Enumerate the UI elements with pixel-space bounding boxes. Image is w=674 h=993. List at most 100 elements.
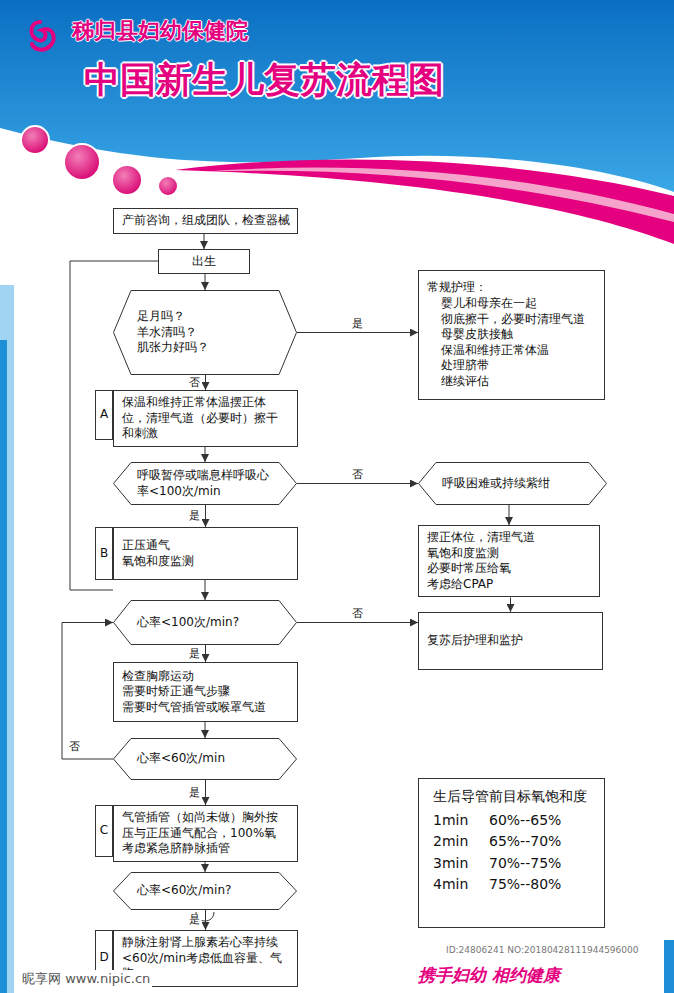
edge-label: 否 — [188, 377, 201, 389]
poster-title: 中国新生儿复苏流程图 — [84, 56, 444, 105]
side-strip — [664, 940, 674, 993]
process-box: 产前咨询，组成团队，检查器械 — [113, 208, 298, 234]
box-text: 心率<60次/min — [137, 751, 273, 767]
flow-arrow — [205, 910, 206, 930]
flow-arrow — [204, 234, 205, 249]
flow-arrow — [205, 447, 206, 462]
edge-label: 是 — [188, 787, 201, 799]
flow-arrow — [297, 483, 418, 484]
table-cell: 70%--75% — [489, 854, 590, 872]
hospital-name: 秭归县妇幼保健院 — [72, 16, 248, 46]
box-label: 出生 — [192, 254, 216, 270]
box-text: 心率<60次/min? — [137, 883, 273, 899]
flow-arrow — [509, 505, 510, 525]
box-text: 复苏后护理和监护 — [427, 633, 594, 649]
table-cell: 60%--65% — [489, 811, 590, 829]
box-text: 彻底擦干，必要时清理气道 — [427, 312, 596, 328]
decor-circle — [158, 176, 178, 196]
box-text: 检查胸廓运动 — [122, 669, 289, 685]
flow-arrow — [205, 274, 206, 290]
box-label: B — [100, 546, 108, 562]
process-box: 复苏后护理和监护 — [418, 612, 603, 670]
flow-arrow — [205, 722, 206, 738]
box-text: 羊水清吗？ — [137, 325, 273, 341]
flow-arrow — [205, 780, 206, 805]
side-strip — [0, 340, 7, 993]
logo-icon — [31, 22, 53, 50]
box-text: 足月吗？ — [137, 309, 273, 325]
table-cell: 2min — [433, 832, 489, 850]
box-text: 心率<100次/min? — [137, 615, 273, 631]
box-text: 氧饱和度监测 — [427, 546, 591, 562]
flow-arrow — [205, 862, 206, 872]
decor-circle — [112, 165, 142, 195]
saturation-table: 1min60%--65%2min65%--70%3min70%--75%4min… — [433, 811, 590, 893]
flow-arrow — [297, 622, 418, 623]
flow-arrow — [205, 645, 206, 662]
box-label: 产前咨询，组成团队，检查器械 — [122, 213, 290, 229]
box-text: 需要时气管插管或喉罩气道 — [122, 700, 289, 716]
slogan: 携手妇幼 相约健康 — [418, 964, 560, 987]
side-strip — [0, 285, 14, 993]
decision-hexagon: 呼吸困难或持续紫绀 — [418, 462, 607, 505]
box-text: 肌张力好吗？ — [137, 340, 273, 356]
box-text: 呼吸暂停或喘息样呼吸心率<100次/min — [137, 468, 273, 499]
step-letter-box: B — [95, 527, 113, 580]
box-text: 常规护理： — [427, 280, 596, 296]
table-heading: 生后导管前目标氧饱和度 — [433, 787, 590, 805]
box-label: D — [99, 950, 108, 966]
edge-label: 否 — [351, 469, 364, 481]
box-text: 摆正体位，清理气道 — [427, 530, 591, 546]
step-letter-box: C — [95, 805, 113, 857]
flow-arrow — [205, 580, 206, 600]
decor-circle — [64, 144, 100, 180]
table-cell: 75%--80% — [489, 875, 590, 893]
box-text: 婴儿和母亲在一起 — [427, 296, 596, 312]
decision-hexagon: 呼吸暂停或喘息样呼吸心率<100次/min — [113, 462, 297, 505]
decision-hexagon: 心率<60次/min — [113, 738, 297, 780]
flow-arrow — [205, 375, 206, 390]
box-label: A — [100, 407, 108, 423]
box-text: 呼吸困难或持续紫绀 — [442, 476, 583, 492]
table-cell: 65%--70% — [489, 832, 590, 850]
box-text: 气管插管（如尚未做）胸外按压与正压通气配合，100%氧 考虑紧急脐静脉插管 — [122, 810, 289, 857]
box-text: 氧饱和度监测 — [122, 554, 289, 570]
box-text: 正压通气 — [122, 538, 289, 554]
table-cell: 4min — [433, 875, 489, 893]
decision-hexagon: 足月吗？羊水清吗？肌张力好吗？ — [113, 290, 297, 375]
table-cell: 1min — [433, 811, 489, 829]
process-box: 保温和维持正常体温摆正体位，清理气道（必要时）擦干和刺激 — [113, 390, 298, 447]
box-label: C — [100, 823, 108, 839]
process-box: 气管插管（如尚未做）胸外按压与正压通气配合，100%氧 考虑紧急脐静脉插管 — [113, 805, 298, 862]
edge-label: 是 — [188, 648, 201, 660]
box-text: 继续评估 — [427, 374, 596, 390]
edge-label: 是 — [188, 510, 201, 522]
box-text: 母婴皮肤接触 — [427, 327, 596, 343]
edge-label: 是 — [188, 914, 201, 926]
decision-hexagon: 心率<60次/min? — [113, 872, 297, 910]
watermark-id: ID:24806241 NO:20180428111944596000 — [446, 945, 639, 955]
box-text: 考虑给CPAP — [427, 577, 591, 593]
table-cell: 3min — [433, 854, 489, 872]
table-box: 生后导管前目标氧饱和度 1min60%--65%2min65%--70%3min7… — [418, 778, 605, 928]
process-box: 摆正体位，清理气道氧饱和度监测必要时常压给氧考虑给CPAP — [418, 525, 600, 597]
step-letter-box: A — [95, 390, 113, 440]
flow-arrow — [62, 623, 113, 760]
box-text: 必要时常压给氧 — [427, 561, 591, 577]
decor-circle — [21, 126, 49, 154]
flow-arrow — [297, 332, 418, 333]
box-text: 处理脐带 — [427, 358, 596, 374]
edge-label: 否 — [68, 741, 81, 753]
process-box: 正压通气氧饱和度监测 — [113, 527, 298, 580]
info-box: 常规护理：婴儿和母亲在一起彻底擦干，必要时清理气道母婴皮肤接触保温和维持正常体温… — [418, 270, 605, 400]
box-text: 保温和维持正常体温摆正体位，清理气道（必要时）擦干和刺激 — [122, 395, 289, 442]
watermark: 昵享网 www.nipic.cn — [20, 970, 152, 988]
box-text: 保温和维持正常体温 — [427, 343, 596, 359]
process-box: 检查胸廓运动需要时矫正通气步骤需要时气管插管或喉罩气道 — [113, 662, 298, 722]
flow-arrow — [510, 597, 511, 612]
edge-label: 否 — [351, 608, 364, 620]
box-text: 需要时矫正通气步骤 — [122, 684, 289, 700]
flow-arrow — [205, 505, 206, 527]
